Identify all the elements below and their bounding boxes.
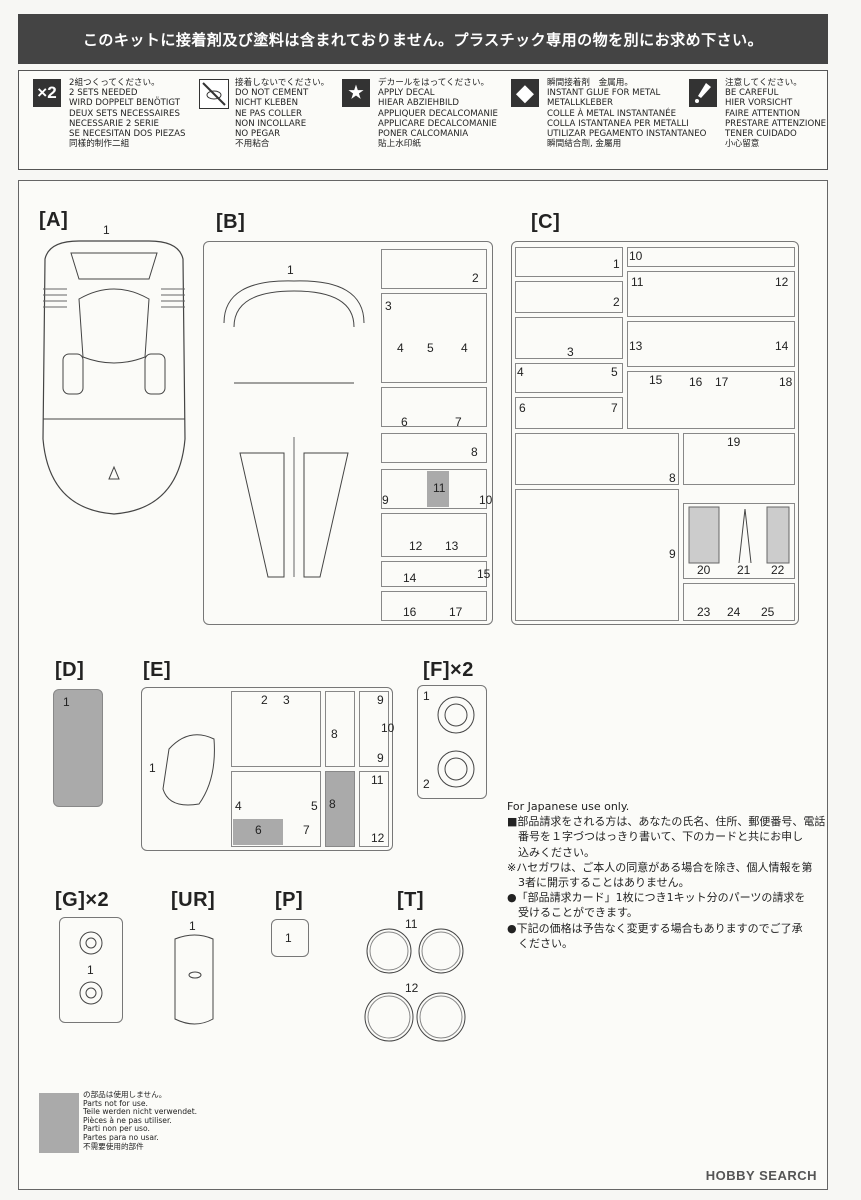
legend-decal: ★ デカールをはってください。 APPLY DECAL HIEAR ABZIEH… bbox=[342, 78, 502, 165]
sprue-label-p: [P] bbox=[275, 889, 304, 911]
part-ur1 bbox=[174, 934, 214, 1025]
parts-request-notes: For Japanese use only.■部品請求をされる方は、あなたの氏名… bbox=[507, 800, 826, 950]
sprue-label-ur: [UR] bbox=[171, 889, 216, 911]
legend-decal-text: デカールをはってください。 APPLY DECAL HIEAR ABZIEHBI… bbox=[378, 78, 498, 150]
sprue-label-c: [C] bbox=[531, 211, 561, 233]
legend-careful: 注意してください。 BE CAREFUL HIER VORSICHT FAIRE… bbox=[689, 78, 849, 165]
unused-part-swatch bbox=[39, 1093, 79, 1153]
unused-part-note: の部品は使用しません。 Parts not for use. Teile wer… bbox=[83, 1090, 198, 1151]
sprue-frame-p bbox=[271, 919, 309, 957]
grille-parts bbox=[688, 506, 790, 564]
body-part-a1 bbox=[42, 240, 186, 515]
tire-parts-t bbox=[364, 928, 466, 1042]
windscreen-part-e1 bbox=[162, 734, 215, 806]
hobby-search-watermark: HOBBY SEARCH bbox=[705, 1168, 817, 1183]
legend-instant-glue-text: 瞬間接着剤 金属用。 INSTANT GLUE FOR METAL METALL… bbox=[547, 78, 707, 150]
sprue-label-t: [T] bbox=[397, 889, 425, 911]
undertray-part-b1 bbox=[223, 280, 365, 578]
symbol-legend: ×2 2組つくってください。 2 SETS NEEDED WIRD DOPPEL… bbox=[18, 70, 828, 170]
legend-instant-glue: ◆ 瞬間接着剤 金属用。 INSTANT GLUE FOR METAL META… bbox=[511, 78, 706, 165]
sprue-label-f: [F]×2 bbox=[423, 659, 474, 681]
sprue-frame-e bbox=[141, 687, 393, 851]
instant-glue-icon: ◆ bbox=[511, 79, 539, 107]
legend-no-cement-text: 接着しないでください。 DO NOT CEMENT NICHT KLEBEN N… bbox=[235, 78, 330, 150]
sprue-label-e: [E] bbox=[143, 659, 172, 681]
wheel-parts-f bbox=[437, 696, 475, 788]
sprue-frame-f bbox=[417, 685, 487, 799]
legend-x2: ×2 2組つくってください。 2 SETS NEEDED WIRD DOPPEL… bbox=[33, 78, 193, 165]
sprue-label-g: [G]×2 bbox=[55, 889, 110, 911]
sprue-label-d: [D] bbox=[55, 659, 85, 681]
sprue-label-b: [B] bbox=[216, 211, 246, 233]
sprue-frame-g bbox=[59, 917, 123, 1023]
legend-careful-text: 注意してください。 BE CAREFUL HIER VORSICHT FAIRE… bbox=[725, 78, 827, 150]
sprue-label-a: [A] bbox=[39, 209, 69, 231]
x2-icon: ×2 bbox=[33, 79, 61, 107]
no-cement-icon bbox=[199, 79, 229, 109]
hub-parts-g bbox=[79, 931, 103, 1005]
decal-star-icon: ★ bbox=[342, 79, 370, 107]
legend-no-cement: 接着しないでください。 DO NOT CEMENT NICHT KLEBEN N… bbox=[199, 78, 359, 165]
sprue-frame-b bbox=[203, 241, 493, 625]
careful-icon bbox=[689, 79, 717, 107]
sprue-frame-d bbox=[53, 689, 103, 807]
sprue-frame-c bbox=[511, 241, 799, 625]
notice-banner: このキットに接着剤及び塗料は含まれておりません。プラスチック専用の物を別にお求め… bbox=[18, 14, 828, 64]
legend-x2-text: 2組つくってください。 2 SETS NEEDED WIRD DOPPELT B… bbox=[69, 78, 186, 150]
